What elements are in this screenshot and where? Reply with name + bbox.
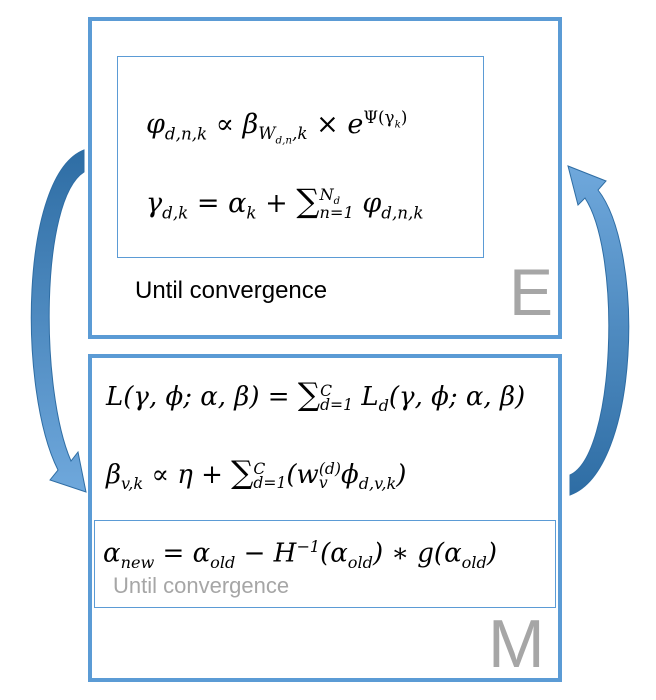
- beta-subscript-w-sub: d,n: [275, 134, 293, 147]
- gamma-subscript: d,k: [162, 202, 189, 223]
- gradient-term: ) ∗ g(α: [372, 538, 462, 569]
- e-step-equations-box: φd,n,k ∝ βWd,n,k × eΨ(γk) γd,k = αk + ∑N…: [117, 56, 484, 258]
- close-paren: ): [396, 460, 407, 490]
- e-until-convergence-label: Until convergence: [135, 277, 328, 304]
- alpha-new-sub: new: [120, 552, 155, 572]
- alpha-old-sub-1: old: [210, 552, 236, 572]
- sum-symbol: ∑: [296, 182, 320, 220]
- proportional-symbol: ∝: [151, 460, 169, 490]
- plus-symbol: +: [265, 188, 288, 219]
- beta-subscript-w: W: [258, 123, 276, 144]
- w-subscript: v: [318, 474, 328, 492]
- beta-subscript-k: ,k: [292, 123, 308, 144]
- exp-base: e: [347, 109, 364, 140]
- eta-term: η +: [177, 460, 223, 490]
- proportional-symbol: ∝: [215, 109, 235, 140]
- close-paren: ): [486, 538, 497, 569]
- likelihood-term-args: (γ, ϕ; α, β): [388, 382, 526, 412]
- e-step-box: φd,n,k ∝ βWd,n,k × eΨ(γk) γd,k = αk + ∑N…: [88, 17, 562, 339]
- phi-term-subscript: d,n,k: [381, 202, 424, 223]
- beta-symbol: β: [242, 109, 259, 140]
- gamma-symbol: γ: [146, 188, 163, 219]
- hessian-inverse: −1: [296, 537, 321, 556]
- w-superscript: (d): [318, 459, 341, 478]
- phi-subscript: d,n,k: [164, 123, 208, 144]
- times-symbol: ×: [316, 109, 339, 140]
- exp-k: k: [394, 118, 401, 131]
- likelihood-lhs: L(γ, ϕ; α, β) =: [106, 382, 290, 412]
- alpha-update-equation: αnew = αold − H−1(αold) ∗ g(αold): [103, 537, 497, 572]
- sum-symbol: ∑: [231, 455, 254, 491]
- w-term: (w: [286, 460, 319, 490]
- likelihood-term: L: [361, 382, 379, 412]
- sum-upper-sub: d: [333, 196, 341, 208]
- sum-upper: N: [319, 185, 334, 205]
- alpha-symbol: α: [103, 538, 121, 569]
- alpha-old-sub-3: old: [461, 552, 487, 572]
- e-to-m-arrow: [30, 149, 87, 493]
- likelihood-term-sub: d: [378, 396, 389, 416]
- alpha-old-sub-2: old: [347, 552, 373, 572]
- sum-symbol: ∑: [297, 377, 321, 413]
- m-step-letter: M: [488, 606, 545, 682]
- sum-upper: C: [253, 459, 266, 478]
- alpha-term: = α: [196, 188, 247, 219]
- hessian-term: − H: [243, 538, 297, 569]
- exp-close: ): [400, 107, 408, 127]
- phi-term: φ: [362, 188, 382, 219]
- phi-term: ϕ: [340, 460, 359, 490]
- beta-symbol: β: [106, 460, 122, 490]
- sum-upper: C: [320, 381, 333, 400]
- alpha-old-term: = α: [162, 538, 211, 569]
- e-step-letter: E: [509, 255, 554, 329]
- sum-lower: d=1: [320, 396, 354, 414]
- phi-symbol: φ: [146, 109, 165, 140]
- alpha-update-box: αnew = αold − H−1(αold) ∗ g(αold) Until …: [94, 520, 556, 608]
- m-until-convergence-label: Until convergence: [113, 573, 290, 598]
- phi-subscript: d,v,k: [358, 474, 397, 494]
- exp-digamma: Ψ(γ: [363, 107, 395, 127]
- alpha-subscript: k: [246, 202, 257, 223]
- beta-subscript: v,k: [121, 474, 144, 494]
- m-to-e-arrow: [567, 165, 630, 496]
- hessian-arg: (α: [320, 538, 348, 569]
- sum-lower: n=1: [319, 203, 354, 223]
- phi-update-equation: φd,n,k ∝ βWd,n,k × eΨ(γk): [146, 109, 407, 146]
- sum-lower: d=1: [253, 474, 287, 492]
